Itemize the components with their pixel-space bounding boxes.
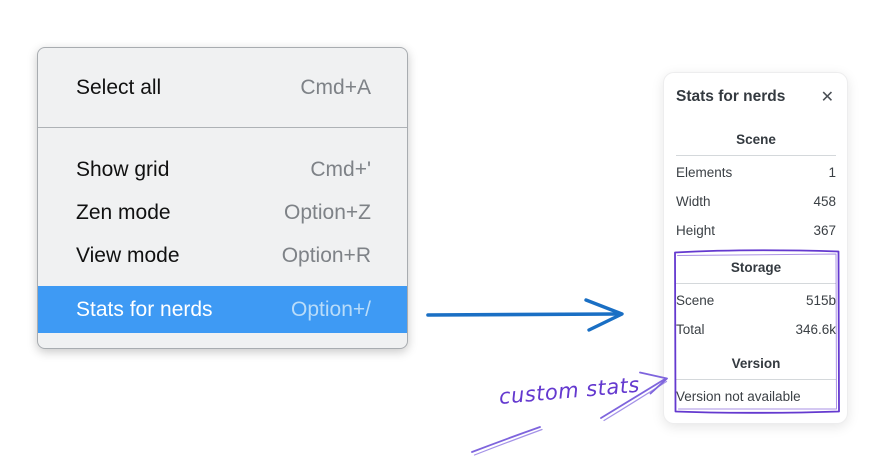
section-heading-scene: Scene bbox=[736, 132, 776, 147]
stat-value: 1 bbox=[828, 165, 836, 180]
stat-row-scene-storage: Scene 515b bbox=[676, 286, 836, 315]
menu-item-view-mode[interactable]: View mode Option+R bbox=[38, 234, 407, 277]
close-icon[interactable]: ✕ bbox=[820, 87, 834, 106]
menu-item-show-grid[interactable]: Show grid Cmd+' bbox=[38, 148, 407, 191]
menu-item-label: View mode bbox=[76, 243, 180, 267]
menu-group-spacer bbox=[38, 128, 407, 148]
stat-row-total-storage: Total 346.6k bbox=[676, 315, 836, 344]
menu-item-select-all[interactable]: Select all Cmd+A bbox=[38, 48, 407, 127]
stat-label: Height bbox=[676, 223, 716, 238]
annotation-label: custom stats bbox=[497, 372, 641, 409]
stat-value: 346.6k bbox=[795, 322, 836, 337]
menu-item-shortcut: Option+R bbox=[281, 243, 371, 267]
stat-row-height: Height 367 bbox=[676, 216, 836, 245]
menu-item-label: Zen mode bbox=[76, 200, 171, 224]
stat-label: Elements bbox=[676, 165, 733, 180]
menu-item-label: Show grid bbox=[76, 157, 170, 181]
menu-item-label: Stats for nerds bbox=[76, 297, 213, 321]
section-divider bbox=[676, 155, 836, 156]
stat-label: Total bbox=[676, 322, 705, 337]
stat-row-width: Width 458 bbox=[676, 187, 836, 216]
section-divider bbox=[676, 283, 836, 284]
stats-panel-title: Stats for nerds bbox=[676, 88, 786, 105]
menu-item-label: Select all bbox=[76, 75, 162, 99]
stat-label: Width bbox=[676, 194, 711, 209]
stat-value: 367 bbox=[813, 223, 836, 238]
stats-panel-header: Stats for nerds ✕ bbox=[676, 86, 836, 108]
stat-row-elements: Elements 1 bbox=[676, 158, 836, 187]
version-note: Version not available bbox=[676, 389, 801, 404]
stat-value: 458 bbox=[813, 194, 836, 209]
stat-label: Scene bbox=[676, 293, 715, 308]
menu-item-shortcut: Cmd+A bbox=[300, 75, 371, 99]
menu-divider bbox=[38, 127, 407, 128]
menu-item-shortcut: Option+Z bbox=[284, 200, 371, 224]
section-divider bbox=[676, 379, 836, 380]
menu-item-shortcut: Option+/ bbox=[291, 297, 371, 321]
menu-item-zen-mode[interactable]: Zen mode Option+Z bbox=[38, 191, 407, 234]
section-heading-storage: Storage bbox=[730, 260, 782, 275]
section-heading-version: Version bbox=[731, 356, 781, 371]
menu-group-spacer bbox=[38, 277, 407, 286]
menu-item-stats-for-nerds[interactable]: Stats for nerds Option+/ bbox=[38, 286, 407, 333]
stat-value: 515b bbox=[805, 293, 836, 308]
menu-item-shortcut: Cmd+' bbox=[310, 157, 371, 181]
stats-panel: Stats for nerds ✕ Scene Elements 1 Width… bbox=[663, 72, 848, 424]
flow-arrow bbox=[426, 298, 624, 332]
context-menu: Select all Cmd+A Show grid Cmd+' Zen mod… bbox=[37, 47, 408, 349]
